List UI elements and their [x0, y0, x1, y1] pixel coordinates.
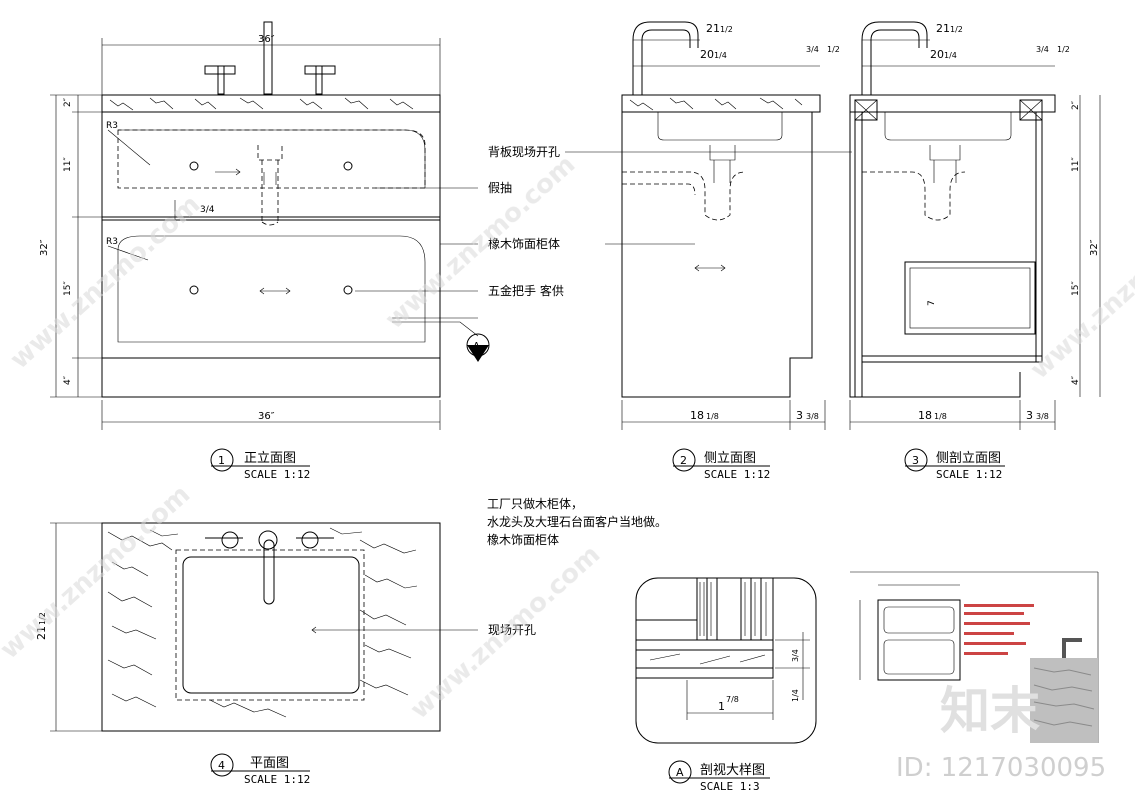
svg-text:3/8: 3/8 [1036, 412, 1049, 421]
side-dim-18: 18 [690, 409, 704, 422]
plan-view: 21 1/2 [35, 522, 478, 732]
side-dim-20: 20 [700, 48, 714, 61]
dim-left-4: 4″ [63, 375, 73, 385]
marble-top-front [101, 94, 441, 113]
sec-dim-32: 32″ [1089, 239, 1100, 256]
handle-hole-right [343, 161, 353, 171]
svg-text:3/4: 3/4 [1036, 45, 1049, 54]
watermark-logo: 知末 [940, 682, 1040, 740]
svg-text:www.znzmo.com: www.znzmo.com [0, 479, 196, 665]
view-title-detail: 剖视大样图 [700, 763, 765, 778]
title-detail: A 剖视大样图 SCALE 1:3 [668, 760, 770, 793]
view-scale-detail: SCALE 1:3 [700, 780, 760, 793]
note-line-2: 水龙头及大理石台面客户当地做。 [487, 514, 667, 529]
detail-dim-3-4: 3/4 [791, 649, 800, 662]
callout-handle: 五金把手 客供 [488, 283, 564, 298]
note-line-3: 橡木饰面柜体 [487, 533, 559, 547]
svg-text:4″: 4″ [1071, 375, 1081, 385]
side-dim-3: 3 [796, 409, 803, 422]
dim-left-15: 15″ [63, 281, 73, 296]
radius-label-bottom: R3 [106, 237, 118, 247]
svg-text:7/8: 7/8 [726, 695, 739, 704]
watermarks: www.znzmo.com www.znzmo.com www.znzmo.co… [0, 149, 1135, 725]
detail-dim-1-4: 1/4 [791, 689, 800, 702]
svg-text:2: 2 [680, 454, 687, 467]
svg-text:11″: 11″ [1071, 157, 1081, 172]
view-title-front: 正立面图 [244, 451, 296, 466]
sec-dim-20: 20 [930, 48, 944, 61]
faucet-front [204, 21, 336, 95]
side-dim-1-2: 1/2 [827, 45, 840, 54]
dim-3-3-4: 3/4 [200, 205, 215, 215]
side-dim-21: 21 [706, 22, 720, 35]
front-elevation: 36″ R3 R3 3/4 [39, 21, 490, 430]
svg-text:1/2: 1/2 [720, 25, 733, 34]
svg-text:A: A [676, 766, 684, 779]
dim-left-32: 32″ [39, 239, 50, 256]
basin-plan [182, 556, 360, 694]
sec-dim-3: 3 [1026, 409, 1033, 422]
svg-text:1/8: 1/8 [934, 412, 947, 421]
dim-top-36: 36″ [258, 34, 275, 45]
marble-top-section [849, 94, 1056, 113]
marble-top-side [621, 94, 821, 113]
svg-text:1/4: 1/4 [714, 51, 727, 60]
side-section: 21 1/2 20 1/4 3/4 1/2 7 18 1/8 3 3/8 2″ … [849, 21, 1101, 430]
dim-left-2: 2″ [63, 97, 73, 107]
side-dim-3-4: 3/4 [806, 45, 819, 54]
sec-dim-21: 21 [936, 22, 950, 35]
detail-dim-1: 1 [718, 700, 725, 713]
title-side: 2 侧立面图 SCALE 1:12 [672, 448, 770, 481]
title-plan: 4 平面图 SCALE 1:12 [210, 753, 310, 786]
view-title-section: 侧剖立面图 [936, 451, 1001, 466]
radius-label-top: R3 [106, 121, 118, 131]
callout-oak-body: 橡木饰面柜体 [488, 237, 560, 251]
view-scale-side: SCALE 1:12 [704, 468, 770, 481]
svg-text:15″: 15″ [1071, 281, 1081, 296]
dim-left-11: 11″ [63, 157, 73, 172]
section-marker-label: A [473, 341, 480, 352]
sec-dim-7: 7 [927, 300, 937, 306]
title-front: 1 正立面图 SCALE 1:12 [210, 448, 310, 481]
svg-text:2″: 2″ [1071, 100, 1081, 110]
view-scale-section: SCALE 1:12 [936, 468, 1002, 481]
watermark-id: ID: 1217030095 [896, 753, 1106, 783]
cabinet-body-front [101, 111, 441, 398]
svg-text:1/2: 1/2 [950, 25, 963, 34]
svg-text:3: 3 [912, 454, 919, 467]
svg-text:3/8: 3/8 [806, 412, 819, 421]
view-title-plan: 平面图 [250, 756, 289, 771]
handle-hole [343, 285, 353, 295]
svg-text:1/2: 1/2 [38, 612, 47, 625]
view-title-side: 侧立面图 [704, 451, 756, 466]
svg-text:1/4: 1/4 [944, 51, 957, 60]
view-scale-plan: SCALE 1:12 [244, 773, 310, 786]
svg-text:www.znzmo.com: www.znzmo.com [405, 539, 607, 725]
inner-drawer [904, 261, 1036, 335]
side-elevation: 21 1/2 20 1/4 3/4 1/2 18 1/8 3 3/8 [621, 21, 840, 430]
detail-a: 1 7/8 3/4 1/4 [635, 577, 817, 744]
callout-false-drawer: 假抽 [488, 181, 512, 195]
view-scale-front: SCALE 1:12 [244, 468, 310, 481]
callout-site-hole: 现场开孔 [488, 623, 536, 637]
callout-back-hole: 背板现场开孔 [488, 145, 560, 159]
dim-bottom-36: 36″ [258, 411, 275, 422]
title-section: 3 侧剖立面图 SCALE 1:12 [904, 448, 1005, 481]
thumbnail-render [850, 571, 1099, 743]
svg-text:1/8: 1/8 [706, 412, 719, 421]
sec-dim-18: 18 [918, 409, 932, 422]
note-line-1: 工厂只做木柜体， [487, 496, 583, 511]
plan-dim-21: 21 [35, 626, 48, 640]
marble-top-plan [101, 522, 441, 732]
svg-text:4: 4 [218, 759, 225, 772]
svg-text:1: 1 [218, 454, 225, 467]
notes: 工厂只做木柜体， 水龙头及大理石台面客户当地做。 橡木饰面柜体 [487, 496, 667, 547]
svg-text:1/2: 1/2 [1057, 45, 1070, 54]
handle-hole-left [189, 161, 199, 171]
